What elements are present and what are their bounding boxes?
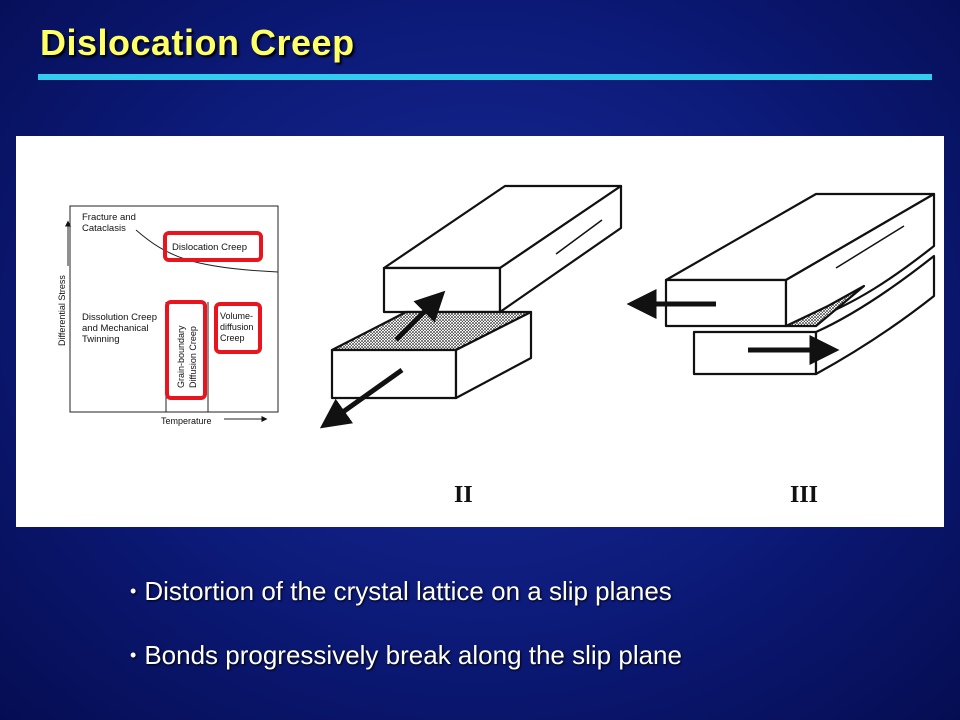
label-three: III [790, 482, 818, 508]
upper-block-front [382, 266, 502, 314]
title-underline [38, 74, 932, 80]
block-iii-lower-front [692, 330, 818, 376]
volume-label-line3: Creep [220, 333, 245, 343]
bullet-item: • Distortion of the crystal lattice on a … [130, 576, 682, 606]
upper-block-crack [555, 219, 603, 255]
dislocation-creep-highlight [163, 231, 263, 262]
bullet-text: Bonds progressively break along the slip… [144, 640, 682, 670]
slip-arrow-up [394, 290, 446, 342]
grain-boundary-label-line2: Diffusion Creep [188, 326, 198, 388]
fracture-label-line2: Cataclasis [82, 223, 126, 234]
upper-block-side [498, 184, 623, 314]
dissolution-label-line2: and Mechanical [82, 323, 149, 334]
figure-panel: Differential Stress Temperature Fracture… [16, 136, 944, 527]
creep-figure: Differential Stress Temperature Fracture… [57, 184, 936, 508]
x-axis-label: Temperature [161, 416, 212, 426]
slip-block-iii: III [626, 192, 936, 508]
slip-arrow-down [319, 367, 404, 429]
block-iii-crack [835, 225, 905, 269]
map-frame [69, 205, 279, 413]
volume-diffusion-highlight [214, 302, 262, 354]
slip-block-ii: II [319, 184, 623, 508]
grain-boundary-label-line1: Grain-boundary [176, 325, 186, 388]
slide-title: Dislocation Creep [40, 22, 355, 63]
volume-label-line1: Volume- [220, 311, 253, 321]
volume-label-line2: diffusion [220, 322, 253, 332]
deformation-mechanism-map: Differential Stress Temperature Fracture… [57, 205, 279, 426]
block-iii-lower-side [814, 254, 936, 376]
bullet-text: Distortion of the crystal lattice on a s… [144, 576, 672, 606]
dissolution-label-line1: Dissolution Creep [82, 312, 157, 323]
bullet-item: • Bonds progressively break along the sli… [130, 640, 682, 670]
bullet-dot: • [130, 581, 137, 601]
dissolution-label-line3: Twinning [82, 334, 120, 345]
fracture-label-line1: Fracture and [82, 212, 136, 223]
y-axis-label: Differential Stress [57, 275, 67, 346]
label-two: II [454, 482, 473, 508]
lower-block-side [454, 310, 533, 400]
dislocation-creep-label: Dislocation Creep [172, 242, 247, 253]
block-iii-slip-surface [784, 284, 866, 328]
bullet-list: • Distortion of the crystal lattice on a … [130, 576, 682, 704]
bullet-dot: • [130, 645, 137, 665]
grain-boundary-highlight [165, 300, 207, 400]
